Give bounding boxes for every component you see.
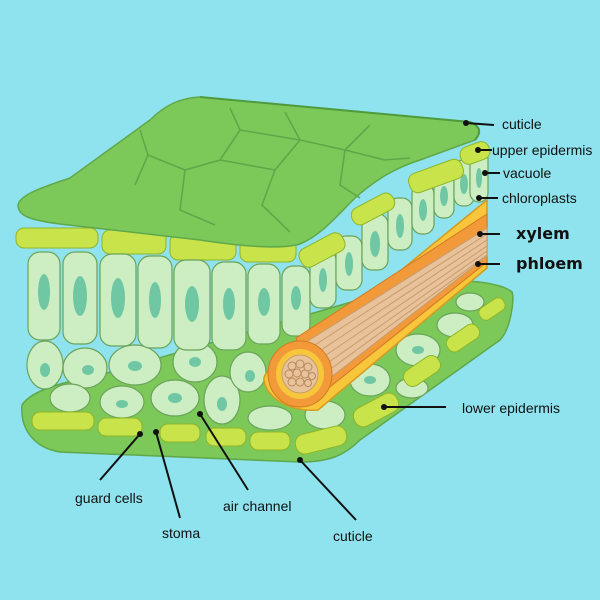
label-cuticle-top: cuticle [502,116,542,132]
nucleus [245,370,255,382]
lower-epidermis-cell [445,323,481,353]
nucleus [217,397,227,411]
vacuole [38,274,50,310]
label-air-channel: air channel [223,498,292,514]
vacuole [149,282,161,318]
nucleus [128,361,142,371]
xylem-vessel [295,359,305,369]
lower-epidermis-cell [249,431,291,451]
top-surface-cell-outlines [134,107,411,233]
nucleus [40,363,50,377]
xylem-vessel [284,369,294,379]
xylem-vessel [287,361,297,371]
xylem-vessel [304,379,312,387]
xylem-vessel [295,377,305,387]
side-palisade [298,141,491,309]
label-stoma: stoma [162,525,200,541]
upper-epidermis-cell [15,227,99,249]
spongy-cell [49,383,91,413]
nucleus [116,400,128,408]
lower-epidermis-cell [478,297,506,321]
guard-cell [97,417,143,437]
lower-epidermis-cell [402,354,442,388]
vacuole [258,288,270,316]
lower-epidermis-cell [205,427,247,447]
vacuole [111,278,125,318]
xylem-vessels [284,359,316,387]
xylem-strands [303,233,488,385]
lower-epidermis-cell [294,425,348,455]
spongy-cell [455,292,485,312]
top-leaf-surface [17,96,480,248]
leader-lines [99,120,500,521]
vacuole [419,199,427,221]
label-phloem: phloem [516,254,583,273]
xylem-vessel [287,377,297,387]
label-lower-epidermis: lower epidermis [462,400,560,416]
vacuole [345,252,353,276]
vacuole [291,286,301,310]
vacuole [319,268,327,292]
nucleus [412,346,424,354]
nucleus [364,376,376,384]
label-chloroplasts: chloroplasts [502,190,577,206]
vacuole [185,286,199,322]
spongy-cell [247,405,293,431]
vascular-bundle [263,198,488,411]
label-cuticle-bottom: cuticle [333,528,373,544]
vacuole [370,231,380,257]
vacuole [460,174,468,194]
label-guard-cells: guard cells [75,490,143,506]
nucleus [82,365,94,375]
nucleus [168,393,182,403]
guard-cell [159,423,201,443]
upper-epidermis-cell [459,141,491,165]
vacuole [73,276,87,316]
nucleus [189,357,201,367]
xylem-vessel [300,369,310,379]
palisade-layer [15,227,311,351]
top-cuticle-edge [199,96,481,141]
lower-epidermis-cell [352,392,400,428]
label-vacuole: vacuole [503,165,551,181]
label-upper-epidermis: upper epidermis [492,142,592,158]
xylem-vessel [308,372,316,380]
vacuole [223,288,235,320]
label-xylem: xylem [516,224,570,243]
xylem-vessel [292,368,302,378]
upper-epidermis-cell [408,158,464,194]
lower-epidermis-cells [31,297,506,455]
upper-epidermis-cell [298,232,346,268]
upper-epidermis-cell [350,192,396,226]
vacuole [440,186,448,206]
vacuole [476,168,482,188]
vacuole [396,214,404,238]
lower-epidermis-cell [31,411,95,431]
